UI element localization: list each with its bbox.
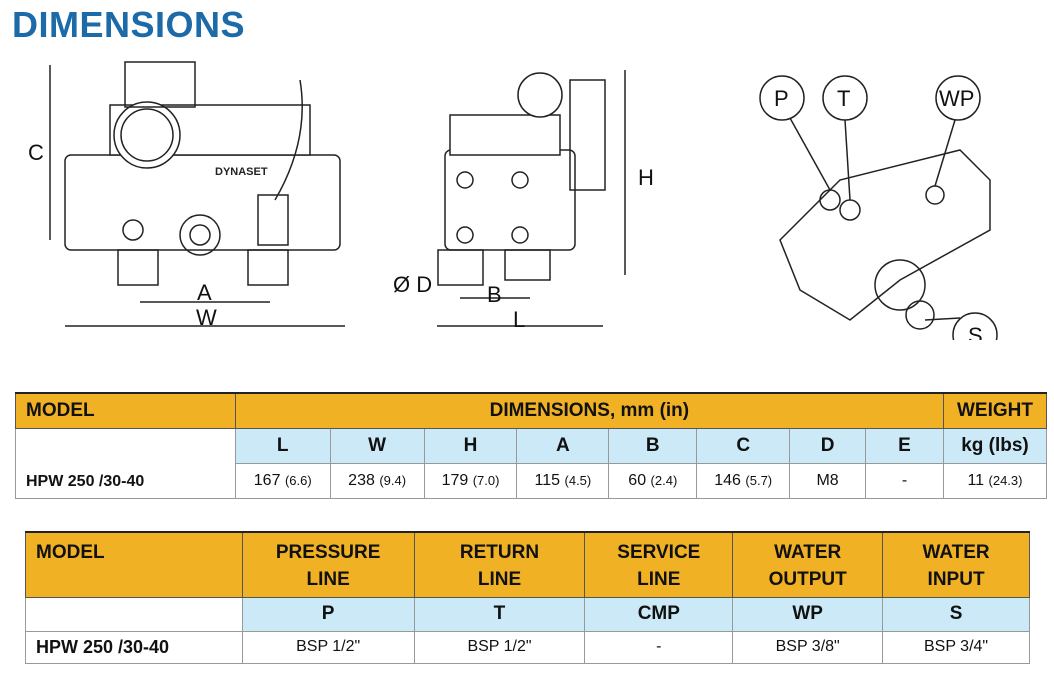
value-l: 167 (6.6) <box>234 462 331 499</box>
code-wp: WP <box>732 596 884 632</box>
value-cmp: - <box>584 630 734 664</box>
table-row: HPW 250 /30-40 BSP 1/2" BSP 1/2" - BSP 3… <box>25 630 1030 664</box>
model-header: MODEL <box>15 392 236 429</box>
col-a: A <box>516 427 610 464</box>
label-l: L <box>513 307 525 332</box>
label-wp: WP <box>939 86 974 111</box>
empty-cell <box>25 596 243 632</box>
model-cell: HPW 250 /30-40 <box>15 428 236 499</box>
value-c: 146 (5.7) <box>696 462 791 499</box>
table-row: 167 (6.6) 238 (9.4) 179 (7.0) 115 (4.5) … <box>16 462 1048 499</box>
brand-logo: DYNASET <box>215 166 268 178</box>
model-header: MODEL <box>25 531 243 598</box>
value-d: M8 <box>789 462 867 499</box>
value-h: 179 (7.0) <box>423 462 518 499</box>
col-w: W <box>329 427 425 464</box>
col-l: L <box>234 427 331 464</box>
col-weight-unit: kg (lbs) <box>942 427 1048 464</box>
value-w: 238 (9.4) <box>329 462 425 499</box>
value-weight: 11 (24.3) <box>942 462 1048 499</box>
code-p: P <box>241 596 415 632</box>
label-t: T <box>837 86 850 111</box>
iso-view-drawing <box>759 75 998 340</box>
code-s: S <box>882 596 1030 632</box>
value-s: BSP 3/4" <box>882 630 1030 664</box>
side-view-drawing <box>437 70 626 327</box>
label-s: S <box>968 323 983 340</box>
dimension-drawings: C A W DYNASET H Ø D B L P T WP S <box>28 61 998 340</box>
label-b: B <box>487 282 502 307</box>
col-e: E <box>865 427 944 464</box>
col-d: D <box>789 427 867 464</box>
value-b: 60 (2.4) <box>608 462 698 499</box>
value-p: BSP 1/2" <box>241 630 415 664</box>
page-title: DIMENSIONS <box>12 4 246 45</box>
label-d: Ø D <box>393 272 432 297</box>
dimensions-header: DIMENSIONS, mm (in) <box>234 392 944 429</box>
code-cmp: CMP <box>584 596 734 632</box>
label-c: C <box>28 140 44 165</box>
label-a: A <box>197 280 212 305</box>
col-b: B <box>608 427 698 464</box>
col-c: C <box>696 427 791 464</box>
value-wp: BSP 3/8" <box>732 630 884 664</box>
dimensions-table: MODEL DIMENSIONS, mm (in) WEIGHT HPW 250… <box>15 392 1048 499</box>
weight-header: WEIGHT <box>942 392 1048 429</box>
value-t: BSP 1/2" <box>413 630 586 664</box>
model-cell: HPW 250 /30-40 <box>25 630 243 664</box>
label-w: W <box>196 305 217 330</box>
label-h: H <box>638 165 654 190</box>
value-e: - <box>865 462 944 499</box>
label-p: P <box>774 86 789 111</box>
value-a: 115 (4.5) <box>516 462 610 499</box>
front-view-drawing <box>49 61 345 327</box>
code-t: T <box>413 596 586 632</box>
col-h: H <box>423 427 518 464</box>
